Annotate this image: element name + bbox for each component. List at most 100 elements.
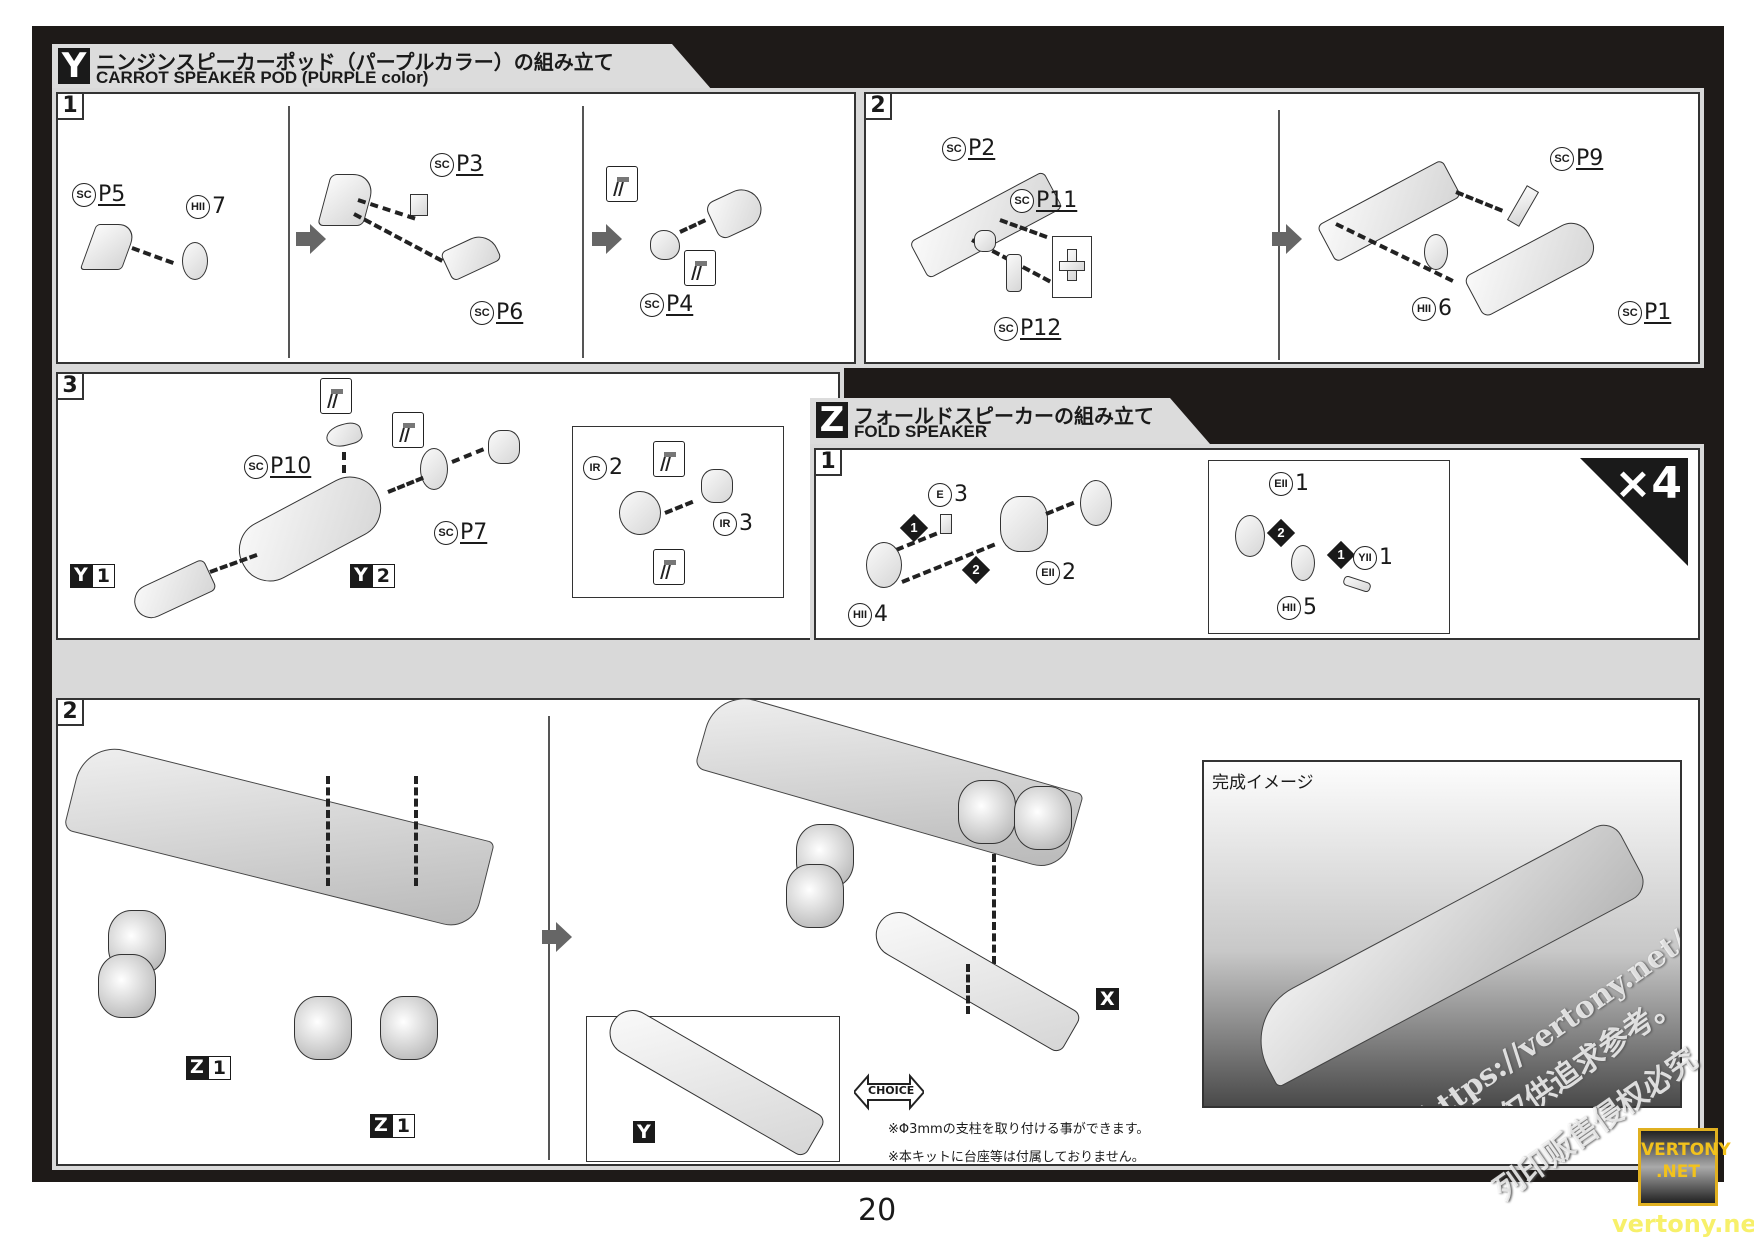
speaker-pod bbox=[294, 996, 352, 1060]
assembly-arrow bbox=[414, 776, 418, 886]
part-y1-nose bbox=[128, 558, 218, 624]
part-p3 bbox=[410, 194, 428, 216]
multiplier-text: ×4 bbox=[1614, 458, 1682, 509]
multiplier-badge bbox=[1580, 458, 1688, 566]
site-logo: VERTONY .NET bbox=[1638, 1128, 1731, 1206]
pod-y-label: Y bbox=[633, 1121, 655, 1143]
part-h4 bbox=[866, 542, 902, 588]
step-number: 1 bbox=[58, 94, 84, 120]
nipper-icon bbox=[684, 250, 716, 286]
assembly-arrow bbox=[664, 499, 694, 515]
detail-callout bbox=[1052, 236, 1092, 298]
section-title-jp: フォールドスピーカーの組み立て bbox=[854, 404, 1154, 428]
part-p10 bbox=[323, 419, 365, 451]
part-p1 bbox=[1462, 215, 1602, 319]
order-marker: 2 bbox=[961, 555, 991, 585]
part-h6 bbox=[1424, 234, 1448, 270]
part-y1-pin bbox=[1342, 574, 1372, 594]
part-ir3 bbox=[701, 469, 733, 503]
part-e3 bbox=[940, 514, 952, 534]
part-e1 bbox=[1235, 515, 1265, 557]
section-title-jp: ニンジンスピーカーポッド（パープルカラー）の組み立て bbox=[96, 50, 614, 74]
section-letter: Y bbox=[58, 48, 90, 84]
nipper-icon bbox=[653, 441, 685, 477]
section-y-header: Y ニンジンスピーカーポッド（パープルカラー）の組み立て CARROT SPEA… bbox=[52, 44, 712, 90]
part-p11 bbox=[974, 230, 996, 252]
note-stand-compatible: ※Φ3mmの支柱を取り付ける事ができます。 bbox=[888, 1122, 1150, 1137]
part-p7 bbox=[420, 448, 448, 490]
part-cap bbox=[1080, 480, 1112, 526]
speaker-pod-mounted bbox=[958, 780, 1016, 844]
step-number: 2 bbox=[866, 94, 892, 120]
stand-arrow bbox=[966, 964, 970, 1014]
pod-y-option-box: Y bbox=[586, 1001, 840, 1162]
speaker-pod-mounted bbox=[1014, 786, 1072, 850]
assembly-arrow bbox=[131, 246, 175, 265]
assembly-arrow bbox=[326, 776, 330, 886]
part-nozzle bbox=[488, 430, 520, 464]
nipper-icon bbox=[320, 378, 352, 414]
section-title-en: CARROT SPEAKER POD (PURPLE color) bbox=[96, 68, 429, 87]
part-p6 bbox=[439, 230, 503, 282]
part-ir2 bbox=[619, 491, 661, 535]
part-h5 bbox=[1291, 545, 1315, 581]
part-p4-body bbox=[703, 182, 769, 242]
section-title-en: FOLD SPEAKER bbox=[854, 422, 988, 441]
assembly-arrow bbox=[387, 475, 424, 494]
assembly-arrow bbox=[1045, 500, 1075, 516]
part-p9 bbox=[1506, 185, 1540, 227]
part-p4 bbox=[650, 230, 680, 260]
finished-image-panel: 完成イメージ https://vertony.net/ 图片仅供追求参考。 列印… bbox=[1184, 698, 1704, 1208]
nipper-icon bbox=[653, 549, 685, 585]
assembly-arrow bbox=[992, 854, 996, 964]
part-e2 bbox=[1000, 496, 1048, 552]
finished-image-title: 完成イメージ bbox=[1212, 773, 1314, 793]
step-number: 3 bbox=[58, 374, 84, 400]
step-number: 1 bbox=[816, 450, 842, 476]
assembly-arrow bbox=[679, 218, 707, 234]
aircraft-underside bbox=[63, 740, 495, 932]
speaker-pod-x bbox=[867, 903, 1083, 1055]
nipper-icon bbox=[606, 166, 638, 202]
page-number: 20 bbox=[858, 1193, 897, 1228]
divider bbox=[288, 106, 290, 358]
page-frame: Y ニンジンスピーカーポッド（パープルカラー）の組み立て CARROT SPEA… bbox=[32, 26, 1724, 1208]
section-letter: Z bbox=[816, 402, 848, 438]
speaker-pod-mounted bbox=[786, 864, 844, 928]
logo-line2: .NET bbox=[1656, 1162, 1700, 1182]
part-h7 bbox=[182, 242, 208, 280]
order-marker: 2 bbox=[1266, 518, 1296, 548]
choice-indicator: CHOICE bbox=[852, 1072, 926, 1112]
assembly-arrow bbox=[1455, 190, 1504, 213]
finished-image: 完成イメージ https://vertony.net/ 图片仅供追求参考。 bbox=[1202, 760, 1682, 1108]
